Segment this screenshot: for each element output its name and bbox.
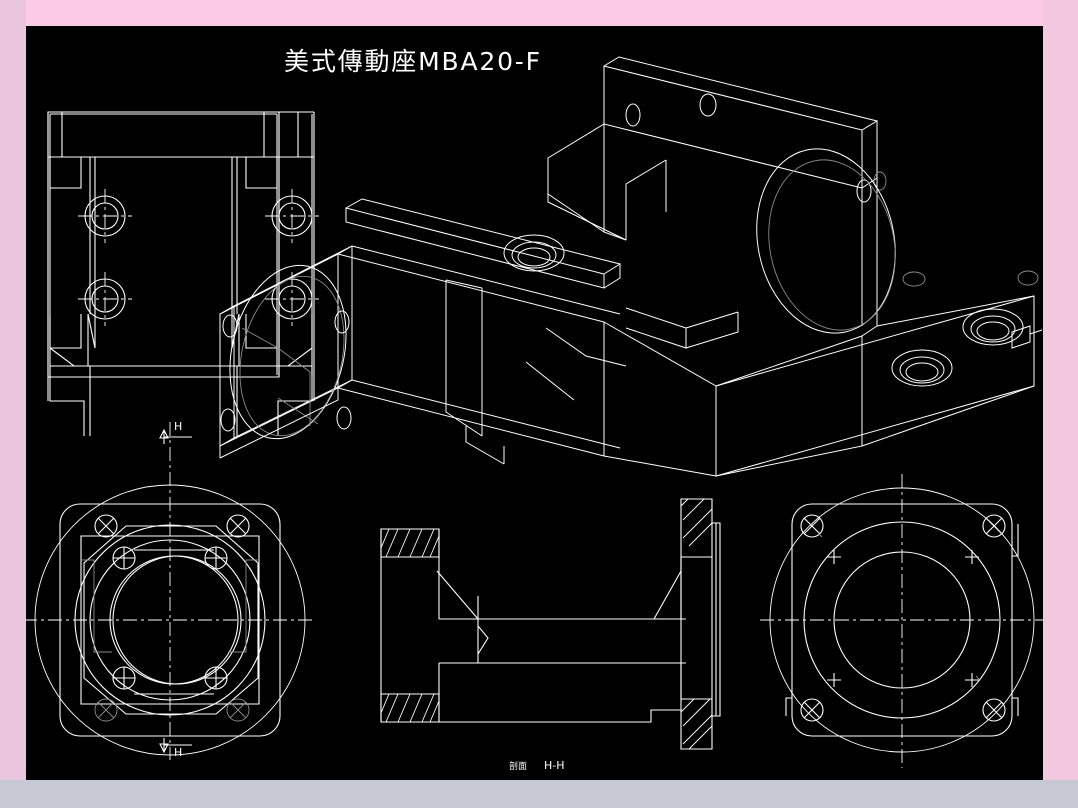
section-label-bottom: H [174, 746, 182, 759]
counterbore-hole-top-left [78, 189, 132, 243]
end-elevation-view[interactable] [760, 474, 1043, 768]
section-label-top: H [174, 420, 182, 433]
end-center-mark-top-left [827, 550, 841, 564]
plan-corner-hole-top-right [226, 514, 250, 538]
drawing-canvas[interactable]: 美式傳動座MBA20-F [26, 26, 1043, 780]
iso-counterbore-top [503, 234, 565, 272]
window-frame-right [1043, 0, 1078, 781]
front-elevation-view[interactable] [47, 111, 319, 436]
plan-inner-hole-bottom-left [112, 666, 136, 690]
section-hatch-right-top [680, 498, 713, 547]
plan-inner-hole-bottom-right [204, 666, 228, 690]
section-hatch-right-bottom [680, 698, 713, 750]
section-view-prefix: 剖面 [509, 760, 527, 772]
section-mark-bottom: H [159, 738, 192, 759]
window-frame-left [0, 0, 26, 781]
plan-inner-hole-top-right [204, 546, 228, 570]
section-hatch-left-top [380, 528, 440, 558]
end-center-mark-bottom-right [965, 673, 979, 687]
section-view-caption: 剖面 H-H [509, 759, 565, 772]
section-view-name: H-H [544, 759, 565, 772]
section-mark-top: H [159, 420, 192, 444]
drawing-title: 美式傳動座MBA20-F [284, 47, 540, 76]
end-center-mark-bottom-left [827, 673, 841, 687]
plan-view[interactable]: H H [26, 420, 316, 760]
end-corner-hole-top-left [800, 514, 824, 538]
plan-corner-hole-top-left [94, 514, 118, 538]
counterbore-hole-bottom-right [265, 272, 319, 326]
end-center-mark-top-right [965, 550, 979, 564]
isometric-view[interactable] [214, 56, 1043, 477]
counterbore-hole-bottom-left [78, 272, 132, 326]
plan-corner-hole-bottom-left [94, 698, 118, 722]
end-corner-hole-bottom-left [800, 698, 824, 722]
section-hatch-left-bottom [380, 693, 440, 723]
plan-inner-hole-top-left [112, 546, 136, 570]
iso-counterbore-right [962, 308, 1024, 346]
end-corner-hole-top-right [982, 514, 1006, 538]
counterbore-hole-top-right [265, 189, 319, 243]
section-view-hh[interactable]: 剖面 H-H [380, 498, 721, 772]
end-corner-hole-bottom-right [982, 698, 1006, 722]
window-frame-top [0, 0, 1078, 26]
iso-counterbore-front [891, 349, 953, 387]
window-frame-bottom [0, 780, 1078, 808]
plan-corner-hole-bottom-right [226, 698, 250, 722]
